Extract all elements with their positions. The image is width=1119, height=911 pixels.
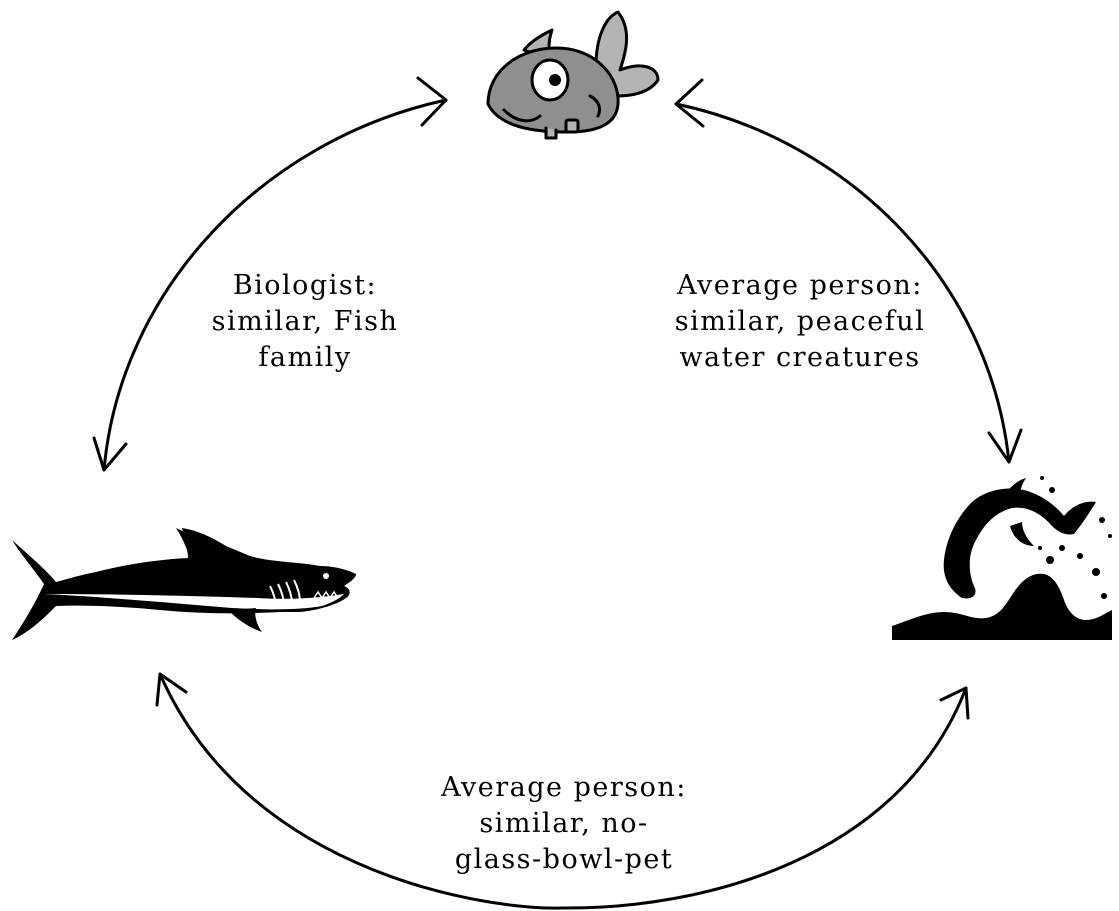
- dolphin-flipper: [1010, 522, 1034, 546]
- edge-label-fish-shark: Biologist: similar, Fish family: [190, 268, 420, 376]
- edge-label-line: Biologist:: [190, 268, 420, 304]
- edge-label-line: Average person:: [414, 770, 714, 806]
- edge-label-line: glass-bowl-pet: [414, 842, 714, 878]
- arrowhead-shark-end: [94, 438, 126, 470]
- fish-bottom-fin-3: [566, 120, 578, 132]
- edge-label-fish-dolphin: Average person: similar, peaceful water …: [650, 268, 950, 376]
- edge-label-line: water creatures: [650, 340, 950, 376]
- dolphin-icon: [892, 476, 1112, 640]
- cartoon-fish-icon: [488, 12, 658, 138]
- shark-body: [12, 528, 356, 640]
- edge-label-shark-dolphin: Average person: similar, no- glass-bowl-…: [414, 770, 714, 878]
- dolphin-body: [944, 489, 1096, 599]
- arrowhead-fish-end-right: [676, 80, 703, 126]
- edge-label-line: Average person:: [650, 268, 950, 304]
- shark-icon: [12, 528, 356, 640]
- edge-label-line: family: [190, 340, 420, 376]
- wave-splash: [892, 574, 1112, 640]
- edge-label-line: similar, Fish: [190, 304, 420, 340]
- edge-label-line: similar, no-: [414, 806, 714, 842]
- fish-pupil: [549, 74, 561, 86]
- shark-eye: [323, 573, 329, 579]
- edge-label-line: similar, peaceful: [650, 304, 950, 340]
